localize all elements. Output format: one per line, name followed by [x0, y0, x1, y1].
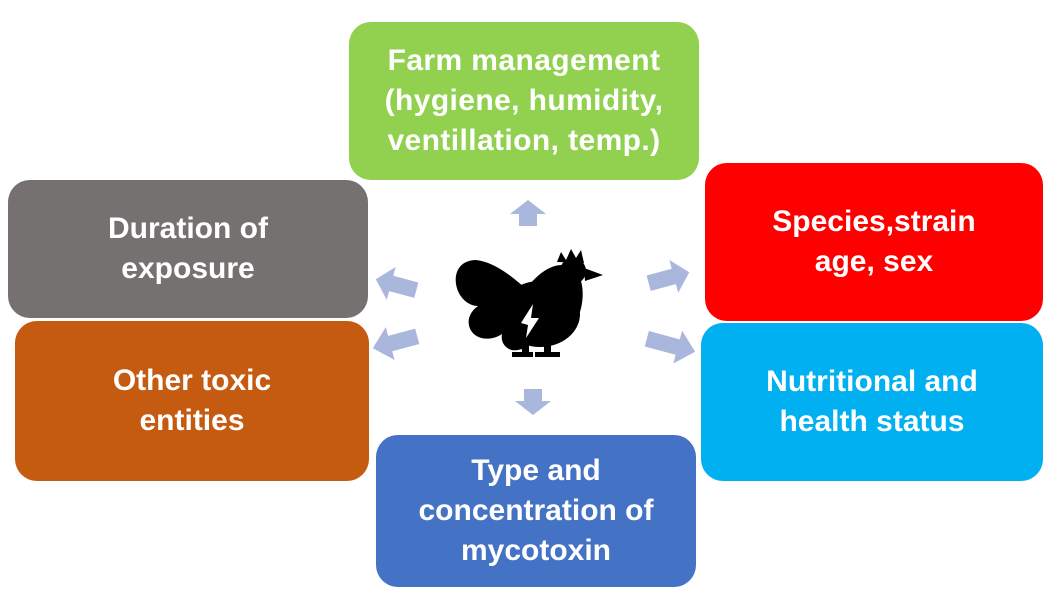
box-species-line-2: age, sex: [814, 245, 934, 278]
arrow-right-nutrition: [644, 330, 696, 364]
arrows-group: [372, 200, 696, 415]
arrow-left-other: [372, 327, 420, 360]
arrow-right-species: [646, 260, 690, 293]
box-other-line-1: Other toxic: [112, 364, 272, 397]
box-duration-line-1: Duration of: [108, 212, 268, 245]
box-farm-management: Farm management (hygiene, humidity, vent…: [349, 22, 699, 180]
arrow-down-mycotoxin: [515, 389, 551, 415]
box-species-line-1: Species,strain: [772, 205, 976, 238]
box-duration-of-exposure: Duration of exposure: [8, 180, 368, 318]
box-nutritional-status: Nutritional and health status: [701, 323, 1043, 481]
box-mycotoxin-line-3: mycotoxin: [460, 534, 611, 567]
box-mycotoxin-line-2: concentration of: [418, 494, 654, 527]
box-species-strain: Species,strain age, sex: [705, 163, 1043, 321]
box-farm-line-2: (hygiene, humidity,: [384, 84, 664, 117]
box-farm-line-3: ventillation, temp.): [387, 124, 661, 157]
box-nutrition-line-2: health status: [779, 405, 965, 438]
box-nutrition-line-1: Nutritional and: [766, 365, 978, 398]
arrow-up-farm: [510, 200, 546, 226]
box-farm-line-1: Farm management: [387, 44, 661, 77]
box-other-toxic-entities: Other toxic entities: [15, 321, 369, 481]
box-mycotoxin-line-1: Type and: [471, 454, 601, 487]
box-mycotoxin-type: Type and concentration of mycotoxin: [376, 435, 696, 587]
arrow-left-duration: [375, 267, 419, 300]
box-other-line-2: entities: [139, 404, 245, 437]
box-duration-line-2: exposure: [121, 252, 255, 285]
rooster-icon: [455, 249, 603, 357]
